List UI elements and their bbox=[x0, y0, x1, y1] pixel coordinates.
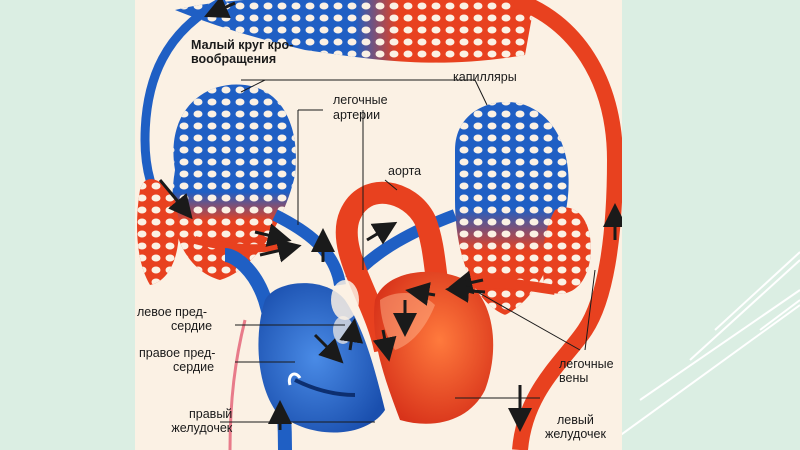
label-left-atrium: левое пред- сердие bbox=[137, 305, 212, 333]
flow-arrows bbox=[158, 0, 622, 432]
heart-illustration bbox=[137, 0, 622, 450]
label-right-ventricle-line-1: правый bbox=[189, 407, 233, 421]
label-capillaries: капилляры bbox=[453, 70, 517, 84]
circulation-diagram: Малый круг кро- вообращения капилляры ле… bbox=[135, 0, 622, 450]
label-pulmonary-veins-line-2: вены bbox=[559, 371, 589, 385]
top-capillary-band bbox=[175, 0, 535, 63]
diagram-title: Малый круг кро- вообращения bbox=[191, 38, 293, 66]
label-right-ventricle: правый желудочек bbox=[165, 407, 232, 435]
right-artery-loop bbox=[512, 0, 622, 450]
label-left-ventricle: левый желудочек bbox=[545, 413, 606, 441]
right-lung-capillaries bbox=[455, 102, 591, 315]
label-pulmonary-veins: легочные вены bbox=[559, 357, 614, 385]
label-pulmonary-arteries: легочные артерии bbox=[333, 93, 388, 123]
left-lung-capillaries bbox=[137, 84, 296, 285]
label-left-ventricle-line-1: левый bbox=[557, 413, 594, 427]
label-pulmonary-veins-line-1: легочные bbox=[559, 357, 614, 371]
label-right-ventricle-line-2: желудочек bbox=[171, 421, 233, 435]
title-line-2: вообращения bbox=[191, 52, 277, 66]
label-aorta: аорта bbox=[388, 164, 422, 178]
label-left-ventricle-line-2: желудочек bbox=[545, 427, 606, 441]
label-pulmonary-arteries-line-1: легочные bbox=[333, 93, 388, 107]
label-right-atrium-line-1: правое пред- bbox=[139, 346, 216, 360]
small-vessel bbox=[228, 319, 247, 450]
aorta-arch bbox=[335, 181, 451, 353]
title-line-1: Малый круг кро- bbox=[191, 38, 294, 52]
label-right-atrium-line-2: сердие bbox=[173, 360, 215, 374]
leader-lines bbox=[220, 79, 596, 423]
label-right-atrium: правое пред- сердие bbox=[139, 346, 215, 374]
label-left-atrium-line-1: левое пред- bbox=[137, 305, 207, 319]
label-left-atrium-line-2: сердие bbox=[171, 319, 213, 333]
label-pulmonary-arteries-line-2: артерии bbox=[333, 108, 381, 122]
